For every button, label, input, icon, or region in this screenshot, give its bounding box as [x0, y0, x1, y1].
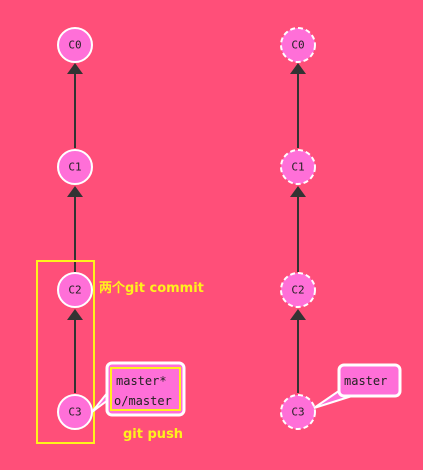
annotation-commit-note: 两个git commit	[99, 280, 204, 296]
edge-c2-c1-arrowhead	[67, 186, 83, 197]
branch-label-origin-master: o/master	[114, 394, 172, 408]
remote-branch-label[interactable]: master	[313, 363, 402, 409]
annotation-push-note: git push	[123, 427, 183, 442]
commit-label: C3	[291, 406, 304, 419]
new-commits-highlight-box	[36, 260, 95, 444]
commit-label: C2	[68, 284, 81, 297]
branch-label-master: master	[344, 374, 387, 388]
commit-node-c3[interactable]: C3	[57, 394, 93, 430]
commit-node-c1[interactable]: C1	[57, 149, 93, 185]
commit-label: C0	[68, 39, 81, 52]
commit-label: C3	[68, 406, 81, 419]
local-repo: C0 C1 C2 C3 master* o/master 两个git commi…	[36, 27, 204, 444]
commit-label: C1	[68, 161, 81, 174]
edge-c2-c1-arrowhead	[290, 186, 306, 197]
commit-label: C0	[291, 39, 304, 52]
remote-repo: C0 C1 C2 C3 master	[280, 27, 402, 430]
branch-label-master: master*	[116, 374, 167, 388]
edge-c1-c0-arrowhead	[67, 63, 83, 74]
commit-node-c0[interactable]: C0	[57, 27, 93, 63]
remote-commit-node-c1[interactable]: C1	[280, 149, 316, 185]
remote-commit-node-c2[interactable]: C2	[280, 272, 316, 308]
edge-c1-c0-arrowhead	[290, 63, 306, 74]
local-branch-label[interactable]: master* o/master	[91, 361, 186, 417]
edge-c3-c2-arrowhead	[290, 309, 306, 320]
commit-node-c2[interactable]: C2	[57, 272, 93, 308]
remote-commit-node-c3[interactable]: C3	[280, 394, 316, 430]
commit-label: C2	[291, 284, 304, 297]
remote-commit-node-c0[interactable]: C0	[280, 27, 316, 63]
edge-c3-c2-arrowhead	[67, 309, 83, 320]
commit-label: C1	[291, 161, 304, 174]
